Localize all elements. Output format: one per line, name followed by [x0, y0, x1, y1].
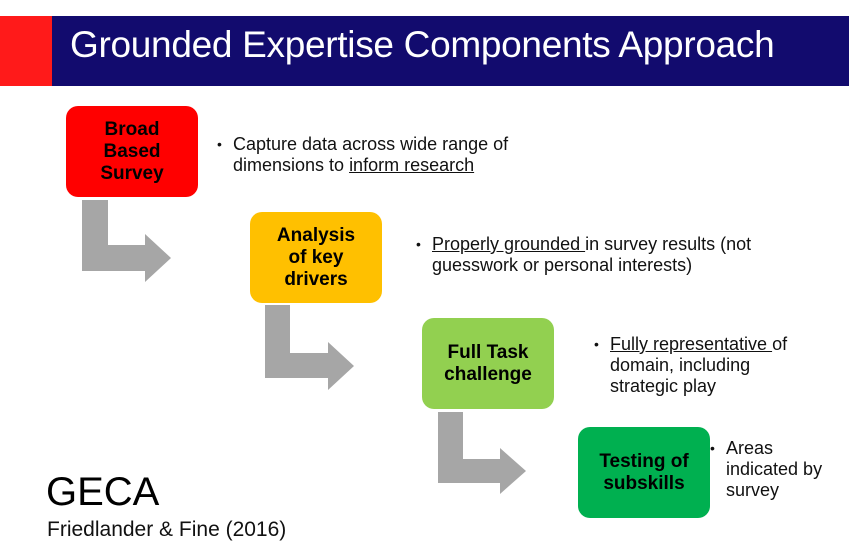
step-label-line: subskills: [603, 472, 685, 494]
step-label-line: of key: [288, 246, 344, 268]
bent-arrow-2: [265, 305, 354, 390]
bullet-survey: • Capture data across wide range of dime…: [217, 134, 509, 176]
bullet-full-task: • Fully representative of domain, includ…: [594, 334, 788, 397]
bullet-text: of: [772, 334, 788, 354]
bullet-dot: •: [710, 440, 715, 456]
bent-arrow-1: [82, 200, 171, 282]
bullet-dot: •: [594, 336, 599, 352]
citation: Friedlander & Fine (2016): [47, 518, 287, 541]
step-label-line: Based: [103, 140, 161, 162]
bullet-underlined-text: Properly grounded: [432, 234, 586, 254]
bullet-text: domain, including: [610, 355, 751, 375]
step-label-line: Survey: [100, 162, 164, 184]
bullet-text: Areas: [726, 438, 774, 458]
bullet-dot: •: [217, 136, 222, 152]
bullet-underlined-text: Fully representative: [610, 334, 773, 354]
bullet-underlined-text: inform research: [349, 155, 475, 175]
header-bar: [52, 16, 849, 86]
bullet-analysis: • Properly grounded in survey results (n…: [416, 234, 752, 276]
bullet-text: strategic play: [610, 376, 717, 396]
step-label-line: Broad: [104, 118, 160, 140]
slide-title: Grounded Expertise Components Approach: [70, 24, 775, 65]
step-label-line: challenge: [444, 363, 532, 385]
bullet-text: in survey results (not: [585, 234, 752, 254]
step-label-line: Analysis: [276, 224, 356, 246]
bullet-text: guesswork or personal interests): [432, 255, 693, 275]
bullet-text: survey: [726, 480, 780, 500]
bullet-text: indicated by: [726, 459, 823, 479]
acronym-label: GECA: [46, 470, 160, 514]
step-label-line: drivers: [284, 268, 348, 290]
bullet-testing: • Areas indicated by survey: [710, 438, 823, 501]
step-label-line: Full Task: [447, 341, 529, 363]
bullet-text: Capture data across wide range of: [233, 134, 509, 154]
step-label-line: Testing of: [599, 450, 689, 472]
bullet-text: dimensions to: [233, 155, 350, 175]
bent-arrow-3: [438, 412, 526, 494]
header-accent-bar: [0, 16, 52, 86]
bullet-dot: •: [416, 236, 421, 252]
